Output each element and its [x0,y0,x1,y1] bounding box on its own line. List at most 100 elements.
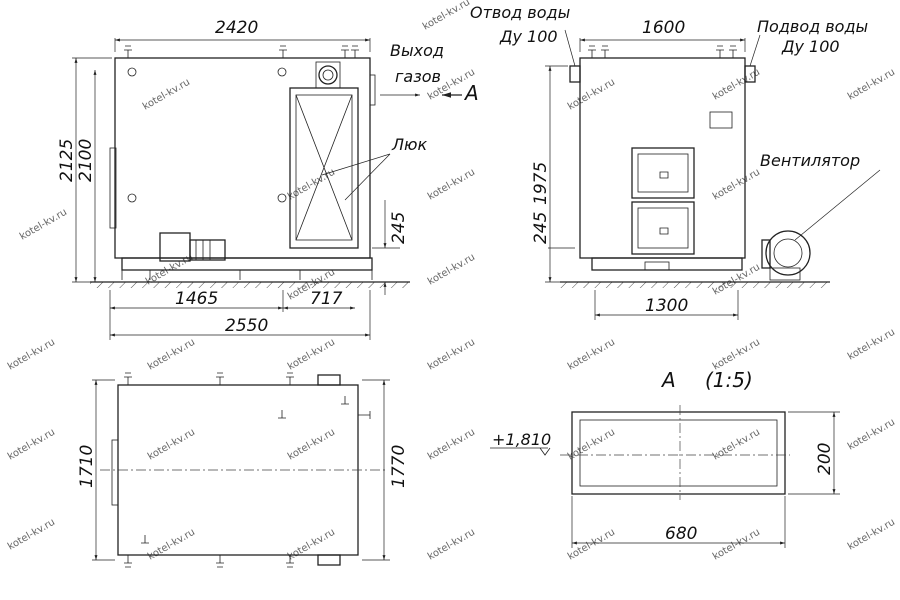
front-bolt [127,67,137,77]
side-base-frame [591,257,743,271]
dim-200: 200 [815,443,835,475]
front-right-bracket [369,74,376,106]
front-flue-inner [322,69,334,81]
label-exhaust-line1: Выход [390,41,444,60]
detail-a-outer [571,411,786,495]
front-motor [189,239,226,261]
front-ground-hatch [90,282,410,288]
dim-680: 680 [665,524,697,544]
watermark: kotel-kv.ru [846,327,897,363]
front-hatch-cross [295,94,353,241]
top-pipe-bottom [317,554,341,566]
outlet-leader [564,29,576,67]
watermark: kotel-kv.ru [566,337,617,373]
dim-245-front: 245 [389,212,409,244]
top-pipe-top [317,374,341,386]
watermark: kotel-kv.ru [846,417,897,453]
dim-2420: 2420 [215,18,258,38]
dim-245-side: 245 [531,212,551,244]
front-base-legs [121,270,373,280]
detail-a-title: А [660,368,676,392]
dim-1300: 1300 [645,296,688,316]
watermark: kotel-kv.ru [286,527,337,563]
dim-2100: 2100 [76,139,96,182]
watermark: kotel-kv.ru [426,527,477,563]
dim-1975: 1975 [531,162,551,205]
watermark: kotel-kv.ru [711,527,762,563]
side-upper-door [631,147,695,199]
watermark: kotel-kv.ru [711,427,762,463]
watermark: kotel-kv.ru [6,337,57,373]
side-fan-flange [761,239,771,269]
side-ground-hatch [560,282,830,288]
dim-1770: 1770 [389,445,409,488]
watermark: kotel-kv.ru [421,0,472,33]
side-view: 1600 1975 245 1300 Отвод воды Ду 100 Под… [470,3,881,320]
side-door-handles [659,171,669,235]
watermark: kotel-kv.ru [6,517,57,553]
side-lower-door-inner [637,207,689,249]
fan-leader [794,169,881,241]
front-hatch-inner [295,94,353,241]
watermark: kotel-kv.ru [146,337,197,373]
side-lower-door [631,201,695,255]
watermark: kotel-kv.ru [18,207,69,243]
front-left-door [109,147,117,229]
dim-1600: 1600 [642,18,685,38]
watermarks: kotel-kv.ru kotel-kv.ru kotel-kv.ru kote… [6,0,897,563]
front-view: 2420 2125 2100 245 1465 717 2550 Выход г… [57,18,479,340]
label-outlet-line1: Отвод воды [470,3,570,22]
side-fan-inner [773,238,803,268]
dim-2550: 2550 [225,316,268,336]
dim-1710: 1710 [77,445,97,488]
front-bolt [277,193,287,203]
detail-a-inner [579,419,778,487]
front-bolt [277,67,287,77]
label-view-a: А [463,81,479,105]
front-flue-flange [315,61,341,89]
detail-a-scale: (1:5) [705,368,753,392]
side-control-box [709,111,733,129]
inlet-leader [749,34,761,67]
elevation-mark [539,447,551,456]
watermark: kotel-kv.ru [146,427,197,463]
side-outlet-pipe [569,65,581,83]
label-outlet-line2: Ду 100 [499,27,558,46]
front-bolt [127,193,137,203]
detail-a: А (1:5) +1,810 680 200 [490,368,840,548]
label-hatch: Люк [391,135,428,154]
label-exhaust-line2: газов [395,67,441,86]
watermark: kotel-kv.ru [6,427,57,463]
side-upper-door-inner [637,153,689,193]
dim-1465: 1465 [175,289,218,309]
label-fan: Вентилятор [760,151,860,170]
top-valves [124,372,371,568]
watermark: kotel-kv.ru [566,427,617,463]
top-view: 1710 1770 [77,372,409,568]
detail-a-elevation: +1,810 [492,430,551,449]
watermark: kotel-kv.ru [566,527,617,563]
watermark: kotel-kv.ru [711,167,762,203]
dim-717: 717 [310,289,343,309]
watermark: kotel-kv.ru [426,427,477,463]
watermark: kotel-kv.ru [426,167,477,203]
dim-2125: 2125 [57,139,77,182]
watermark: kotel-kv.ru [286,337,337,373]
front-flue-outer [318,65,338,85]
hatch-leader-2 [344,153,391,201]
front-base-frame [121,257,373,271]
label-inlet-line1: Подвод воды [757,17,868,36]
watermark: kotel-kv.ru [426,337,477,373]
side-top-valves [588,45,737,58]
watermark: kotel-kv.ru [846,67,897,103]
hatch-leader-1 [321,153,391,176]
watermark: kotel-kv.ru [141,77,192,113]
front-motor-fins [195,240,211,260]
watermark: kotel-kv.ru [711,262,762,298]
front-top-valves [124,45,359,58]
watermark: kotel-kv.ru [846,517,897,553]
watermark: kotel-kv.ru [426,252,477,288]
watermark: kotel-kv.ru [286,427,337,463]
watermark: kotel-kv.ru [286,167,337,203]
